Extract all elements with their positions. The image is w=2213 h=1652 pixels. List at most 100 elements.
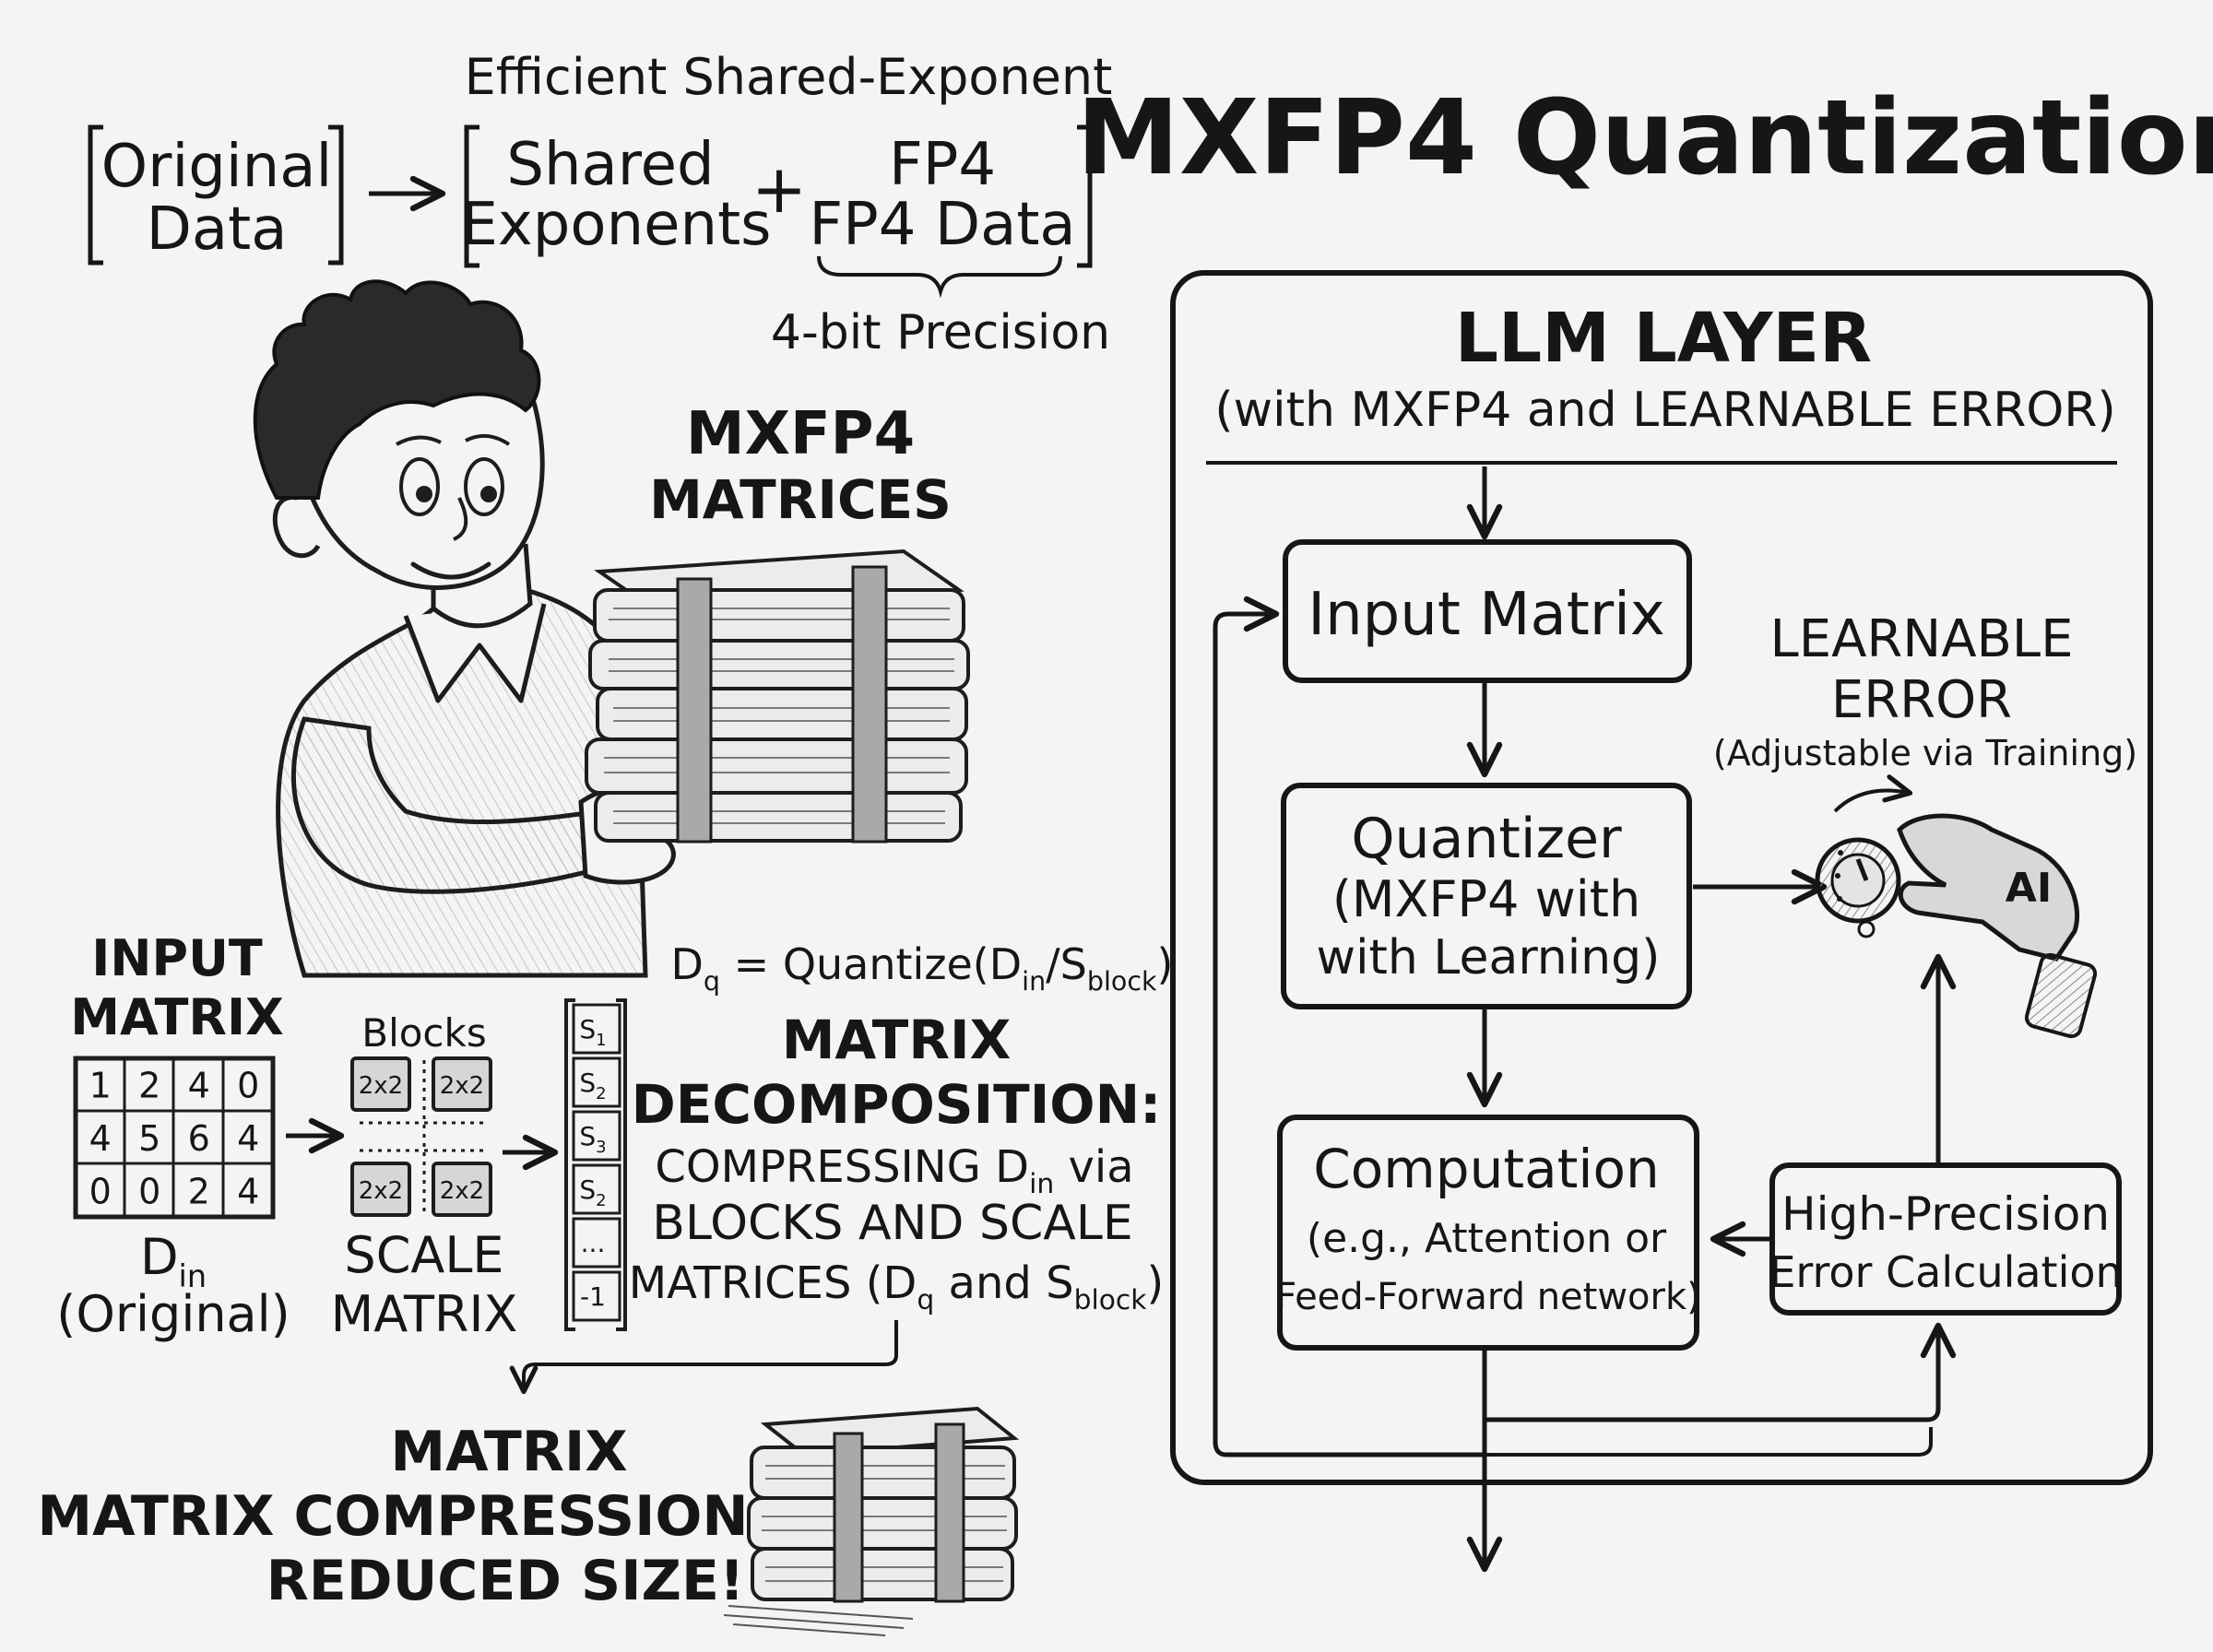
scale-matrix-label-line1: SCALE [344, 1226, 503, 1284]
loop-line-bottom [1485, 1427, 1933, 1457]
knob-rotation-arrow [1833, 774, 1913, 813]
llm-layer-title: LLM LAYER [1455, 299, 1872, 378]
person-smile [410, 561, 491, 580]
error-calc-box [1769, 1162, 2122, 1316]
matrix-cell: 0 [89, 1171, 112, 1211]
fp4-underbrace [817, 255, 1062, 299]
person-ear [272, 495, 321, 559]
quantizer-box [1281, 783, 1692, 1009]
scale-cell-label: -1 [580, 1281, 606, 1312]
person-pupil-right [480, 486, 497, 502]
input-matrix-box [1283, 539, 1692, 683]
compression-line1: MATRIX [390, 1420, 627, 1484]
block-cell-label: 2x2 [440, 1072, 484, 1100]
person-brow-right [465, 433, 511, 446]
bracket-result-right [1077, 124, 1093, 268]
person-eye-left [399, 457, 440, 516]
matrix-name: Din [140, 1228, 207, 1294]
person-pupil-left [416, 486, 432, 502]
book-1 [593, 588, 965, 643]
matrix-cell: 4 [237, 1171, 259, 1211]
matrix-cell: 0 [138, 1171, 160, 1211]
scale-cell-label: ... [581, 1228, 606, 1258]
person-collar [403, 603, 547, 703]
matrix-cell: 6 [188, 1118, 210, 1159]
scale-cell-label: S2 [579, 1068, 606, 1103]
matrix-name-line2: (Original) [56, 1285, 290, 1343]
fp4-line1: FP4 [889, 131, 996, 199]
book-2 [588, 639, 970, 690]
scale-cell [572, 1270, 621, 1322]
quantizer-line2: (MXFP4 with [1332, 870, 1640, 928]
input-matrix-label-line2: MATRIX [70, 988, 283, 1046]
bracket-original-left [88, 124, 103, 266]
bracket-original-right [328, 124, 344, 266]
scale-cell [572, 1217, 621, 1268]
llm-layer-panel: LLM LAYER (with MXFP4 and LEARNABLE ERRO… [1170, 270, 2153, 1573]
book-4 [585, 738, 968, 795]
arrow-computation-to-error [1482, 1328, 1938, 1455]
feedback-loop-arrow [1213, 596, 1485, 1457]
matrix-cell: 5 [138, 1118, 160, 1159]
quantizer-line3: with Learning) [1317, 930, 1661, 985]
shared-exponents-line1: Shared [506, 131, 714, 199]
book-3 [596, 687, 968, 741]
person-nose [453, 497, 468, 541]
matrix-cell: 2 [138, 1066, 160, 1106]
robot-tag: AI [2006, 865, 2052, 912]
scale-cell-label: S2 [579, 1174, 606, 1210]
learnable-line3: (Adjustable via Training) [1713, 733, 2137, 773]
person-brow-left [396, 435, 442, 446]
input-matrix-label-line1: INPUT [91, 929, 263, 987]
books-label-line2: MATRICES [649, 468, 952, 531]
book-stack-large: MXFP4 MATRICES [585, 400, 970, 844]
computation-box [1277, 1115, 1699, 1351]
book-stack-small [723, 1406, 1020, 1636]
matrix-cell: 4 [188, 1066, 210, 1106]
fp4-line2: FP4 Data [809, 191, 1075, 259]
person-eye-right [464, 457, 504, 516]
person-hair [253, 279, 541, 500]
block-cell [432, 1162, 492, 1217]
matrix-cell: 0 [237, 1066, 259, 1106]
scale-matrix-label-line2: MATRIX [331, 1285, 518, 1343]
page-title: MXFP4 Quantization [1077, 78, 2213, 198]
formula-top: Efficient Shared-Exponent Original Data … [88, 48, 1113, 360]
books-label-line1: MXFP4 [686, 400, 915, 468]
book-5 [594, 791, 963, 843]
compression-line2: MATRIX COMPRESSION: [37, 1484, 770, 1549]
computation-line1: Computation [1313, 1138, 1659, 1200]
bracket-result-left [464, 124, 479, 268]
scale-cell [572, 1056, 621, 1108]
error-calc-line1: High-Precision [1781, 1187, 2110, 1241]
formula-caption: Efficient Shared-Exponent [465, 48, 1113, 106]
scale-cell-label: S3 [579, 1121, 606, 1157]
blocks-label: Blocks [361, 1010, 486, 1056]
scale-cell [572, 1163, 621, 1215]
computation-line3: Feed-Forward network) [1275, 1276, 1700, 1318]
scale-cell [572, 1003, 621, 1055]
block-cell-label: 2x2 [359, 1177, 403, 1205]
scale-cell-label: S1 [579, 1014, 606, 1050]
book-strap-right [851, 565, 888, 844]
matrix-cell: 4 [89, 1118, 112, 1159]
shared-exponents-line2: Exponents [460, 191, 771, 259]
blocks-group: Blocks 2x2 2x2 2x2 2x2 SCALE MATRIX [331, 1010, 559, 1343]
robot-hand-knob-icon: AI [1815, 774, 2098, 1039]
block-cell-label: 2x2 [359, 1072, 403, 1100]
learnable-line2: ERROR [1831, 670, 2012, 730]
compression-line3: REDUCED SIZE! [266, 1549, 745, 1613]
person-illustration [253, 279, 676, 978]
error-calc-line2: Error Calculation [1769, 1247, 2122, 1297]
decomposition-head2: DECOMPOSITION: [632, 1073, 1162, 1136]
block-cell [432, 1056, 492, 1112]
formula-plus: + [751, 150, 807, 228]
compression-text: MATRIX MATRIX COMPRESSION: REDUCED SIZE! [37, 1420, 770, 1613]
block-cell-label: 2x2 [440, 1177, 484, 1205]
input-matrix-box-label: Input Matrix [1308, 581, 1665, 649]
